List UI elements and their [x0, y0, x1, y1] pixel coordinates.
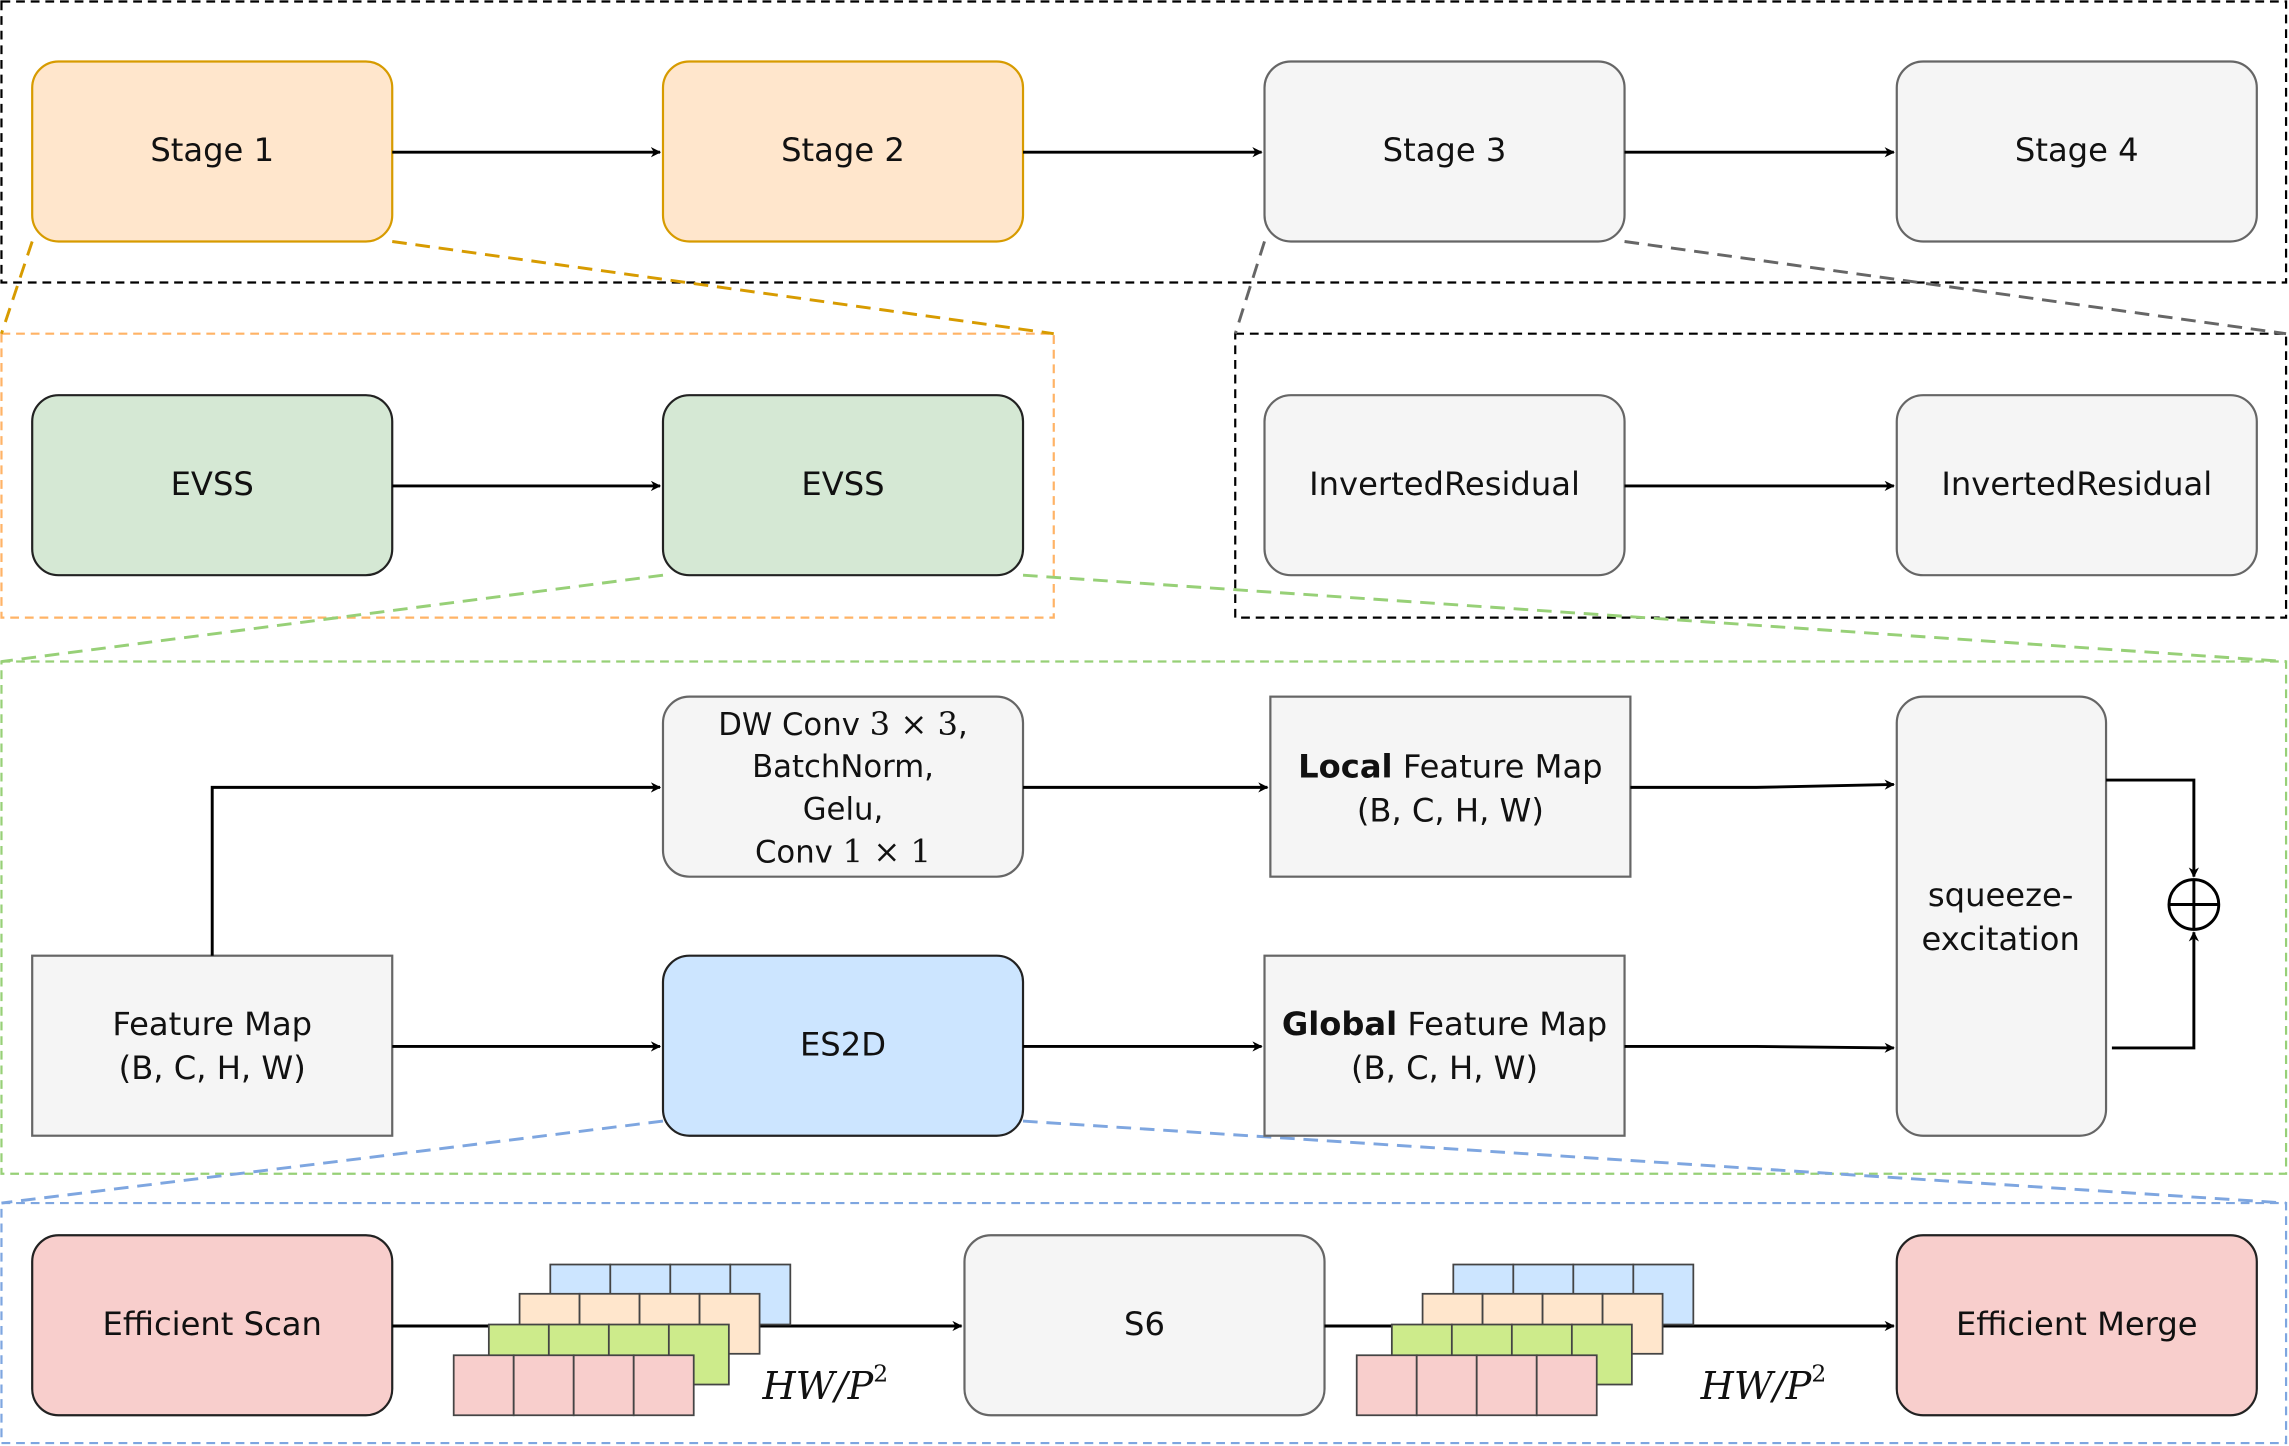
- feature-map-node: Feature Map (B, C, H, W): [31, 954, 394, 1137]
- stage-1-label: Stage 1: [150, 131, 274, 169]
- inverted-residual-label-1: InvertedResidual: [1309, 465, 1580, 503]
- stage-3-label: Stage 3: [1383, 131, 1507, 169]
- zoom-line-stage3-left: [1233, 241, 1266, 335]
- local-feature-map-node: Local Feature Map (B, C, H, W): [1269, 695, 1632, 878]
- stage-3-node: Stage 3: [1263, 60, 1626, 243]
- efficient-merge-label: Efficient Merge: [1956, 1305, 2198, 1343]
- stack1-token-layer4-cell2: [512, 1354, 575, 1417]
- global-feature-map-title: Global Feature Map: [1282, 1005, 1607, 1043]
- squeeze-excitation-line-1: squeeze-: [1928, 876, 2074, 914]
- efficient-merge-node: Efficient Merge: [1895, 1234, 2258, 1417]
- stage-2-node: Stage 2: [661, 60, 1025, 243]
- stage-4-label: Stage 4: [2015, 131, 2139, 169]
- efficient-scan-label: Efficient Scan: [103, 1305, 322, 1343]
- evss-label-2: EVSS: [801, 465, 884, 503]
- dwconv-line-2: BatchNorm,: [752, 749, 934, 785]
- inverted-residual-node-2: InvertedResidual: [1895, 394, 2258, 577]
- evss-detail-frame: [0, 660, 2288, 1175]
- zoom-line-stage3-right: [1624, 240, 2287, 336]
- zoom-line-stage-left: [0, 241, 34, 335]
- zoom-line-stage-right: [392, 240, 1054, 336]
- inverted-residual-label-2: InvertedResidual: [1941, 465, 2212, 503]
- local-feature-map-title: Local Feature Map: [1298, 747, 1603, 785]
- arrow-se-add-bottom: [2111, 931, 2199, 1050]
- evss-node-2: EVSS: [661, 394, 1025, 577]
- es2d-node: ES2D: [661, 954, 1025, 1137]
- arrow-se-add-top: [2106, 778, 2199, 878]
- stack2-token-layer4-cell2: [1415, 1354, 1478, 1417]
- stage-1-node: Stage 1: [31, 60, 394, 243]
- local-feature-map-shape: (B, C, H, W): [1357, 791, 1544, 829]
- s6-label: S6: [1124, 1305, 1165, 1343]
- evss-node-1: EVSS: [31, 394, 394, 577]
- token-sequence-stack-1: [452, 1263, 792, 1417]
- arrow-featuremap-dwconv: [210, 782, 662, 956]
- stack2-token-layer4-cell1: [1355, 1354, 1418, 1417]
- stages-frame: [0, 0, 2288, 284]
- zoom-line-evss-right: [1022, 573, 2287, 663]
- global-feature-map-node: Global Feature Map (B, C, H, W): [1263, 954, 1626, 1137]
- dwconv-line-4: Conv 1 × 1: [755, 832, 931, 870]
- stack1-token-layer4-cell3: [572, 1354, 635, 1417]
- zoom-line-es2d-right: [1022, 1119, 2287, 1205]
- dwconv-node: DW Conv 3 × 3, BatchNorm, Gelu, Conv 1 ×…: [661, 695, 1025, 878]
- zoom-line-evss-left: [1, 573, 664, 663]
- stack2-token-layer4-cell4: [1535, 1354, 1598, 1417]
- global-feature-map-shape: (B, C, H, W): [1351, 1049, 1538, 1087]
- s6-node: S6: [963, 1234, 1326, 1417]
- sequence-length-label-1: HW/P2: [762, 1360, 889, 1409]
- zoom-line-es2d-left: [1, 1119, 664, 1205]
- evss-label-1: EVSS: [171, 465, 254, 503]
- stack1-token-layer4-cell1: [452, 1354, 515, 1417]
- dwconv-line-1: DW Conv 3 × 3,: [718, 704, 968, 742]
- inverted-residual-node-1: InvertedResidual: [1263, 394, 1626, 577]
- token-sequence-stack-2: [1355, 1263, 1695, 1417]
- squeeze-excitation-line-2: excitation: [1921, 920, 2079, 958]
- sequence-length-label-2: HW/P2: [1700, 1360, 1827, 1409]
- arrow-global-se: [1624, 1042, 1895, 1053]
- feature-map-shape: (B, C, H, W): [119, 1049, 306, 1087]
- evss-stage-frame: [0, 332, 1055, 619]
- es2d-detail-frame: [0, 1201, 2288, 1445]
- dwconv-line-3: Gelu,: [803, 791, 883, 827]
- efficient-scan-node: Efficient Scan: [31, 1234, 394, 1417]
- feature-map-title: Feature Map: [112, 1005, 312, 1043]
- arrow-local-se: [1630, 779, 1895, 790]
- stage-2-label: Stage 2: [781, 131, 905, 169]
- stack2-token-layer4-cell3: [1475, 1354, 1538, 1417]
- add-symbol: [2167, 878, 2221, 931]
- stage-4-node: Stage 4: [1895, 60, 2258, 243]
- es2d-label: ES2D: [800, 1025, 886, 1063]
- inverted-stage-frame: [1234, 332, 2288, 619]
- squeeze-excitation-node: squeeze- excitation: [1895, 695, 2108, 1137]
- stack1-token-layer4-cell4: [632, 1354, 695, 1417]
